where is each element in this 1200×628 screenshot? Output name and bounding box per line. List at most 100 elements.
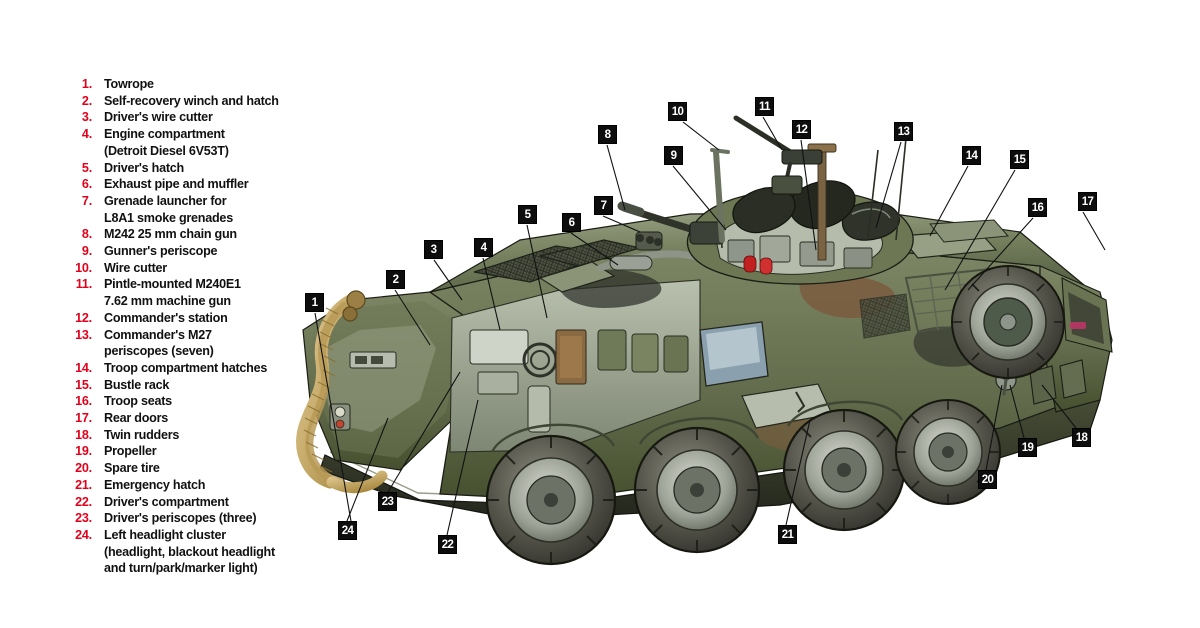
- legend-item-number: 11.: [75, 277, 92, 292]
- turret-assembly: [617, 115, 914, 285]
- legend-item: 13. Commander's M27 periscopes (seven): [62, 327, 297, 360]
- legend-item-label: Commander's station: [104, 310, 228, 325]
- leader-line-20: [985, 384, 1003, 471]
- legend-item-label: Troop seats: [104, 394, 172, 409]
- legend-item-number: 14.: [75, 360, 92, 375]
- leader-line-14: [929, 165, 969, 237]
- callout-marker-5: 5: [518, 205, 537, 224]
- legend-item-number: 21.: [75, 477, 92, 492]
- legend-item-label: Driver's wire cutter: [104, 110, 213, 125]
- legend-item-number: 2.: [81, 93, 92, 108]
- legend-item-label: Driver's periscopes (three): [104, 511, 257, 526]
- leader-line-7: [602, 215, 641, 233]
- legend-item-number: 16.: [75, 394, 92, 409]
- legend-item: 15. Bustle rack: [62, 377, 297, 394]
- legend-item: 24.Left headlight cluster (headlight, bl…: [62, 527, 297, 577]
- callout-marker-3: 3: [424, 240, 443, 259]
- legend-item-number: 15.: [75, 377, 92, 392]
- legend-item: 18.Twin rudders: [62, 427, 297, 444]
- legend-item-label: Commander's M27 periscopes (seven): [104, 327, 214, 359]
- legend-item: 1.Towrope: [62, 76, 297, 93]
- callout-marker-18: 18: [1072, 428, 1091, 447]
- troop-compartment-hatches: [898, 219, 1010, 259]
- legend-item-number: 1.: [81, 77, 92, 91]
- legend-item: 8. M242 25 mm chain gun: [62, 226, 297, 243]
- wheel-third: [782, 408, 906, 532]
- leader-line-3: [433, 259, 463, 301]
- legend-item-label: Troop compartment hatches: [104, 360, 268, 375]
- legend-item-label: Pintle-mounted M240E1 7.62 mm machine gu…: [104, 277, 241, 309]
- legend-item: 16. Troop seats: [62, 393, 297, 410]
- spare-tire: [951, 265, 1065, 379]
- callout-marker-16: 16: [1028, 198, 1047, 217]
- legend-item-number: 8.: [81, 227, 92, 242]
- legend-item-label: Emergency hatch: [104, 477, 206, 492]
- leader-line-18: [1041, 384, 1077, 429]
- leader-line-19: [1009, 384, 1025, 439]
- callout-marker-2: 2: [386, 270, 405, 289]
- fenders: [490, 400, 904, 453]
- wheel-second: [633, 426, 761, 554]
- commander-periscopes: [841, 201, 900, 241]
- leader-line-13: [875, 141, 902, 229]
- leader-line-1: [314, 312, 353, 528]
- callout-marker-4: 4: [474, 238, 493, 257]
- legend-item-number: 23.: [75, 511, 92, 526]
- callout-marker-24: 24: [338, 521, 357, 540]
- leader-line-16: [967, 217, 1034, 291]
- callout-marker-23: 23: [378, 492, 397, 511]
- leader-line-12: [800, 139, 817, 251]
- legend-item: 4. Engine compartment (Detroit Diesel 6V5…: [62, 126, 297, 159]
- callout-marker-9: 9: [664, 146, 683, 165]
- bustle-rack: [859, 266, 1014, 339]
- legend-item: 5.Driver's hatch: [62, 160, 297, 177]
- legend-item-label: M242 25 mm chain gun: [104, 227, 237, 242]
- leader-line-11: [762, 116, 783, 151]
- callout-marker-13: 13: [894, 122, 913, 141]
- troop-seats: [597, 329, 689, 373]
- callout-marker-21: 21: [778, 525, 797, 544]
- hull-top-deck: [429, 211, 1091, 293]
- callout-marker-6: 6: [562, 213, 581, 232]
- legend-item-number: 4.: [81, 127, 92, 142]
- callout-marker-7: 7: [594, 196, 613, 215]
- legend-item-number: 10.: [75, 260, 92, 275]
- legend-item-number: 19.: [75, 444, 92, 459]
- legend-item-number: 17.: [75, 411, 92, 426]
- legend-item-label: Driver's compartment: [104, 494, 229, 509]
- callout-marker-22: 22: [438, 535, 457, 554]
- legend-item: 14. Troop compartment hatches: [62, 360, 297, 377]
- legend-item-label: Twin rudders: [104, 427, 180, 442]
- leader-line-5: [526, 224, 548, 319]
- legend-item-number: 13.: [75, 327, 92, 342]
- callout-marker-1: 1: [305, 293, 324, 312]
- leader-line-21: [785, 419, 811, 526]
- legend-item-label: Bustle rack: [104, 377, 170, 392]
- callout-marker-14: 14: [962, 146, 981, 165]
- legend-item-label: Left headlight cluster (headlight, black…: [104, 527, 275, 576]
- m240-machine-gun: [733, 115, 823, 195]
- m242-chain-gun: [617, 201, 725, 245]
- legend-item-label: Propeller: [104, 444, 157, 459]
- legend-item-label: Driver's hatch: [104, 160, 184, 175]
- leader-line-15: [944, 169, 1016, 291]
- legend-item-label: Engine compartment (Detroit Diesel 6V53T…: [104, 127, 229, 158]
- legend-item-label: Exhaust pipe and muffler: [104, 177, 249, 192]
- legend-item: 11. Pintle-mounted M240E1 7.62 mm machine…: [62, 276, 297, 309]
- leader-line-2: [394, 289, 431, 346]
- legend-item: 7.Grenade launcher for L8A1 smoke grenad…: [62, 193, 297, 226]
- callout-marker-11: 11: [755, 97, 774, 116]
- legend-item-label: Gunner's periscope: [104, 244, 218, 259]
- legend-item: 22.Driver's compartment: [62, 494, 297, 511]
- leader-line-23: [387, 371, 461, 493]
- legend-item-number: 3.: [81, 110, 92, 125]
- callout-marker-15: 15: [1010, 150, 1029, 169]
- legend-item-number: 12.: [75, 310, 92, 325]
- leader-line-8: [606, 144, 626, 211]
- front-hull: [302, 291, 471, 471]
- legend-item-label: Wire cutter: [104, 260, 167, 275]
- legend-item: 23. Driver's periscopes (three): [62, 510, 297, 527]
- leader-line-9: [672, 165, 727, 231]
